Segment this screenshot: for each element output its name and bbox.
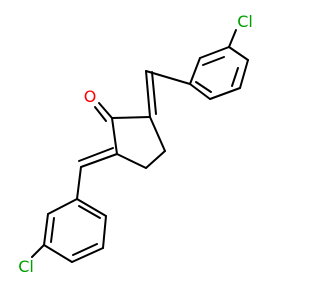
exo-double-bond-bottom-1 [80, 153, 118, 168]
exo-double-bond-top-1 [145, 70, 151, 118]
ring-top-bond-4 [239, 59, 249, 89]
exo-double-bond-top-2 [151, 71, 157, 115]
bond-c2-c3 [149, 116, 166, 152]
ring-bottom-bond-3 [43, 244, 73, 263]
bond-c1-c2 [111, 116, 151, 119]
oxygen-atom-label: O [84, 87, 97, 106]
ring-top-bond-3 [228, 46, 249, 61]
ring-bottom-bond-6 [76, 198, 107, 217]
exo-double-bond-bottom-2 [78, 147, 114, 162]
bond-vinyl-to-ring-bottom [76, 166, 82, 200]
ring-bottom-inner-1 [50, 217, 55, 243]
carbonyl-bond-1 [98, 102, 113, 119]
chlorine-atom-label-top: Cl [237, 12, 253, 31]
ring-top-bond-2 [199, 46, 230, 59]
ring-bottom-inner-3 [78, 205, 101, 219]
molecule-drawing: O Cl Cl [18, 12, 253, 276]
chlorine-atom-label-bottom: Cl [18, 257, 34, 276]
ring-top-bond-6 [189, 83, 211, 100]
ring-bottom-inner-2 [72, 243, 98, 256]
ring-bottom-bond-5 [102, 215, 107, 249]
bond-to-cl-top [228, 29, 237, 48]
ring-top-bond-1 [189, 57, 201, 85]
bond-c5-c1 [111, 117, 118, 155]
ring-bottom-bond-4 [71, 247, 104, 263]
structure-canvas: O Cl Cl [18, 12, 253, 276]
bond-c4-c5 [116, 153, 147, 169]
ring-top-inner-1 [202, 56, 225, 66]
ring-bottom-bond-1 [47, 198, 78, 215]
bond-vinyl-to-ring-top [145, 70, 191, 85]
ring-bottom-bond-2 [43, 213, 49, 246]
ring-top-inner-3 [195, 81, 212, 93]
ring-top-bond-5 [209, 87, 241, 100]
bond-c3-c4 [145, 150, 166, 169]
ring-top-inner-2 [231, 67, 239, 87]
bond-to-cl-bottom [31, 244, 45, 258]
carbonyl-bond-2 [94, 106, 107, 122]
